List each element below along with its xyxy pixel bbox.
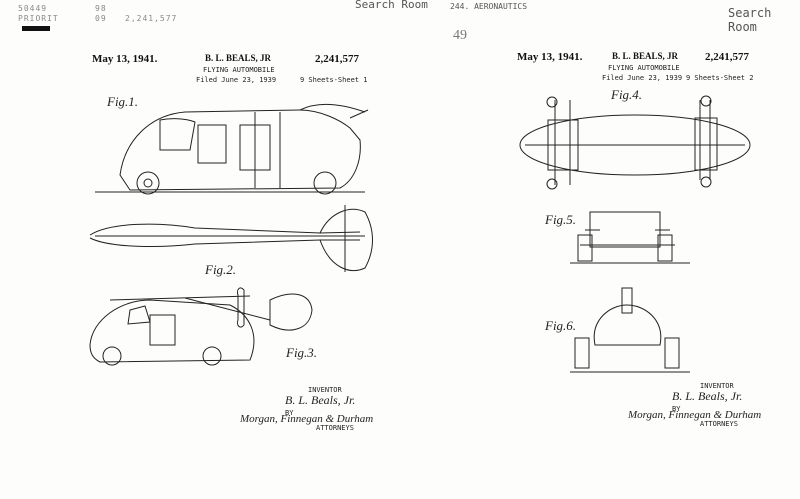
fig1-car-drawing bbox=[95, 103, 369, 195]
handwritten-number: 49 bbox=[453, 28, 467, 43]
sheet2-title: FLYING AUTOMOBILE bbox=[608, 64, 680, 72]
search-room-right: Search Room bbox=[728, 6, 772, 34]
sheet1-by: BY bbox=[285, 409, 294, 417]
stamp-line1-right: 98 bbox=[95, 4, 107, 13]
sheet1-attorney-signature: Morgan, Finnegan & Durham bbox=[240, 413, 374, 425]
sheet2-date: May 13, 1941. bbox=[517, 51, 583, 63]
stamp-line1-left: 50449 bbox=[18, 4, 48, 13]
sheet1-attorneys-label: ATTORNEYS bbox=[316, 424, 354, 432]
sheet1-patent-number: 2,241,577 bbox=[315, 53, 359, 65]
fig4-label: Fig.4. bbox=[611, 87, 643, 102]
sheet2-inventor: B. L. BEALS, JR bbox=[612, 51, 679, 61]
top-right-header: 244. AERONAUTICS bbox=[450, 2, 528, 11]
sheet2-by: BY bbox=[672, 405, 681, 413]
fig5-front-drawing bbox=[570, 211, 690, 264]
sheet2-inventor-label: INVENTOR bbox=[700, 382, 734, 390]
fig3-label: Fig.3. bbox=[286, 345, 318, 360]
redaction-bar bbox=[22, 26, 50, 31]
fig2-wing-drawing bbox=[89, 205, 373, 272]
stamp-patent-number: 2,241,577 bbox=[125, 14, 178, 23]
sheet1-sheets: 9 Sheets-Sheet 1 bbox=[300, 76, 368, 84]
fig3-car-drawing bbox=[89, 287, 313, 366]
fig6-front-drawing bbox=[570, 287, 690, 373]
search-room-center: Search Room bbox=[355, 0, 428, 11]
sheet1-inventor-label: INVENTOR bbox=[308, 386, 342, 394]
fig2-label: Fig.2. bbox=[205, 262, 237, 277]
fig6-label: Fig.6. bbox=[545, 318, 577, 333]
fig4-plan-drawing bbox=[519, 95, 751, 190]
sheet1-title: FLYING AUTOMOBILE bbox=[203, 66, 275, 74]
sheet2-filed: Filed June 23, 1939 bbox=[602, 74, 683, 82]
sheet2-sheets: 9 Sheets-Sheet 2 bbox=[686, 74, 754, 82]
sheet1-date: May 13, 1941. bbox=[92, 53, 158, 65]
fig1-label: Fig.1. bbox=[107, 94, 139, 109]
sheet1-inventor-signature: B. L. Beals, Jr. bbox=[285, 393, 356, 407]
sheet1-inventor: B. L. BEALS, JR bbox=[205, 53, 272, 63]
sheet1-filed: Filed June 23, 1939 bbox=[196, 76, 277, 84]
sheet2-inventor-signature: B. L. Beals, Jr. bbox=[672, 389, 743, 403]
sheet2-patent-number: 2,241,577 bbox=[705, 51, 749, 63]
stamp-line2-mid: 09 bbox=[95, 14, 107, 23]
sheet2-attorney-signature: Morgan, Finnegan & Durham bbox=[628, 409, 762, 421]
stamp-line2-left: PRIORIT bbox=[18, 14, 59, 23]
fig5-label: Fig.5. bbox=[545, 212, 577, 227]
sheet2-attorneys-label: ATTORNEYS bbox=[700, 420, 738, 428]
